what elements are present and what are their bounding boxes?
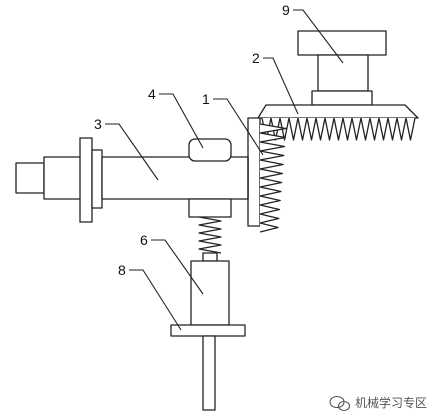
leader-lines bbox=[105, 9, 344, 331]
label-9: 9 bbox=[282, 2, 290, 18]
watermark: 机械学习专区 bbox=[329, 395, 427, 412]
actuator-cylinder bbox=[190, 252, 230, 326]
clutch-block bbox=[188, 138, 232, 218]
label-6: 6 bbox=[140, 232, 148, 248]
horizontal-shaft bbox=[15, 137, 249, 223]
compression-spring bbox=[198, 216, 222, 254]
label-3: 3 bbox=[94, 116, 102, 132]
watermark-text: 机械学习专区 bbox=[355, 395, 427, 410]
label-2: 2 bbox=[252, 50, 260, 66]
label-1: 1 bbox=[202, 91, 210, 107]
motor-housing bbox=[297, 30, 387, 106]
wechat-icon bbox=[329, 395, 351, 412]
label-4: 4 bbox=[148, 86, 156, 102]
label-8: 8 bbox=[118, 262, 126, 278]
vertical-bevel-gear bbox=[247, 117, 287, 233]
part-labels: 9 2 4 1 3 6 8 bbox=[94, 2, 290, 278]
base-plate bbox=[170, 324, 246, 411]
horizontal-bevel-gear bbox=[257, 104, 419, 141]
